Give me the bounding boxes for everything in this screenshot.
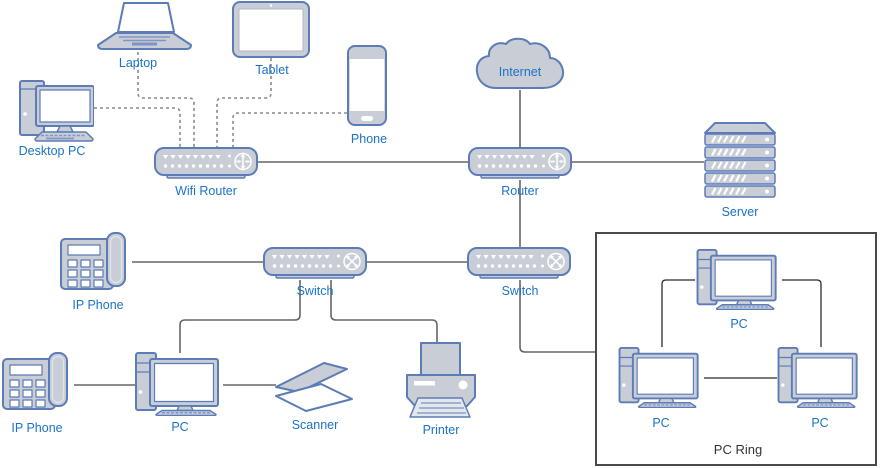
ring-pc-left-node[interactable]	[617, 347, 704, 413]
wifi-router-label: Wifi Router	[175, 184, 237, 198]
connector-ringpctop-ringpcright	[782, 279, 822, 347]
ip-phone-icon	[60, 232, 132, 292]
scanner-icon	[274, 356, 354, 412]
phone-label: Phone	[350, 132, 388, 146]
printer-label: Printer	[422, 423, 460, 437]
connector-ringpctop-ringpcleft	[661, 279, 695, 347]
scanner-label: Scanner	[291, 418, 339, 432]
ring-pc-left-label: PC	[652, 416, 670, 430]
internet-label: Internet	[498, 65, 542, 79]
desktop-pc-node[interactable]	[8, 80, 94, 147]
pc-icon	[617, 347, 704, 408]
connector-tablet-wifirouter	[216, 58, 272, 147]
wifi-router-node[interactable]	[154, 147, 258, 185]
router-icon	[468, 147, 572, 180]
laptop-label: Laptop	[118, 56, 158, 70]
printer-node[interactable]	[404, 342, 478, 425]
tablet-node[interactable]	[232, 1, 310, 63]
phone-node[interactable]	[347, 45, 387, 131]
desktop-pc-label: Desktop PC	[18, 144, 86, 158]
desktop-pc-icon	[8, 80, 94, 142]
switch-icon	[263, 247, 367, 280]
ip-phone-icon	[2, 352, 74, 412]
switch-right-node[interactable]	[467, 247, 571, 285]
ip-phone-bottom-label: IP Phone	[11, 421, 63, 435]
pc-ring-box[interactable]	[595, 232, 877, 466]
pc-node[interactable]	[135, 352, 223, 421]
router-label: Router	[501, 184, 539, 198]
ring-pc-right-label: PC	[811, 416, 829, 430]
internet-cloud-icon	[473, 36, 566, 90]
ip-phone-top-node[interactable]	[60, 232, 132, 297]
ring-pc-top-node[interactable]	[695, 249, 782, 315]
switch-icon	[467, 247, 571, 280]
switch-right-label: Switch	[501, 284, 539, 298]
server-label: Server	[721, 205, 759, 219]
connector-laptop-wifirouter	[137, 52, 195, 147]
tablet-label: Tablet	[255, 63, 289, 77]
laptop-node[interactable]	[96, 2, 193, 57]
server-icon	[704, 122, 776, 200]
phone-icon	[347, 45, 387, 126]
switch-left-node[interactable]	[263, 247, 367, 285]
ring-pc-top-label: PC	[730, 317, 748, 331]
ring-pc-right-node[interactable]	[776, 347, 863, 413]
pc-icon	[135, 352, 223, 416]
connector-switch-ringbox	[519, 280, 595, 353]
connector-desktop-wifirouter	[94, 107, 181, 147]
connector-switch-printer	[330, 280, 438, 343]
scanner-node[interactable]	[274, 356, 354, 417]
server-node[interactable]	[704, 122, 776, 205]
switch-left-label: Switch	[296, 284, 334, 298]
connector-switch-pc	[179, 280, 301, 353]
tablet-icon	[232, 1, 310, 58]
ip-phone-top-label: IP Phone	[72, 298, 124, 312]
laptop-icon	[96, 2, 193, 52]
pc-icon	[695, 249, 782, 310]
ip-phone-bottom-node[interactable]	[2, 352, 74, 417]
pc-icon	[776, 347, 863, 408]
connector-phone-wifirouter	[232, 112, 347, 147]
wifi-router-icon	[154, 147, 258, 180]
pc-label: PC	[171, 420, 189, 434]
pc-ring-title: PC Ring	[713, 442, 763, 457]
router-node[interactable]	[468, 147, 572, 185]
printer-icon	[404, 342, 478, 420]
